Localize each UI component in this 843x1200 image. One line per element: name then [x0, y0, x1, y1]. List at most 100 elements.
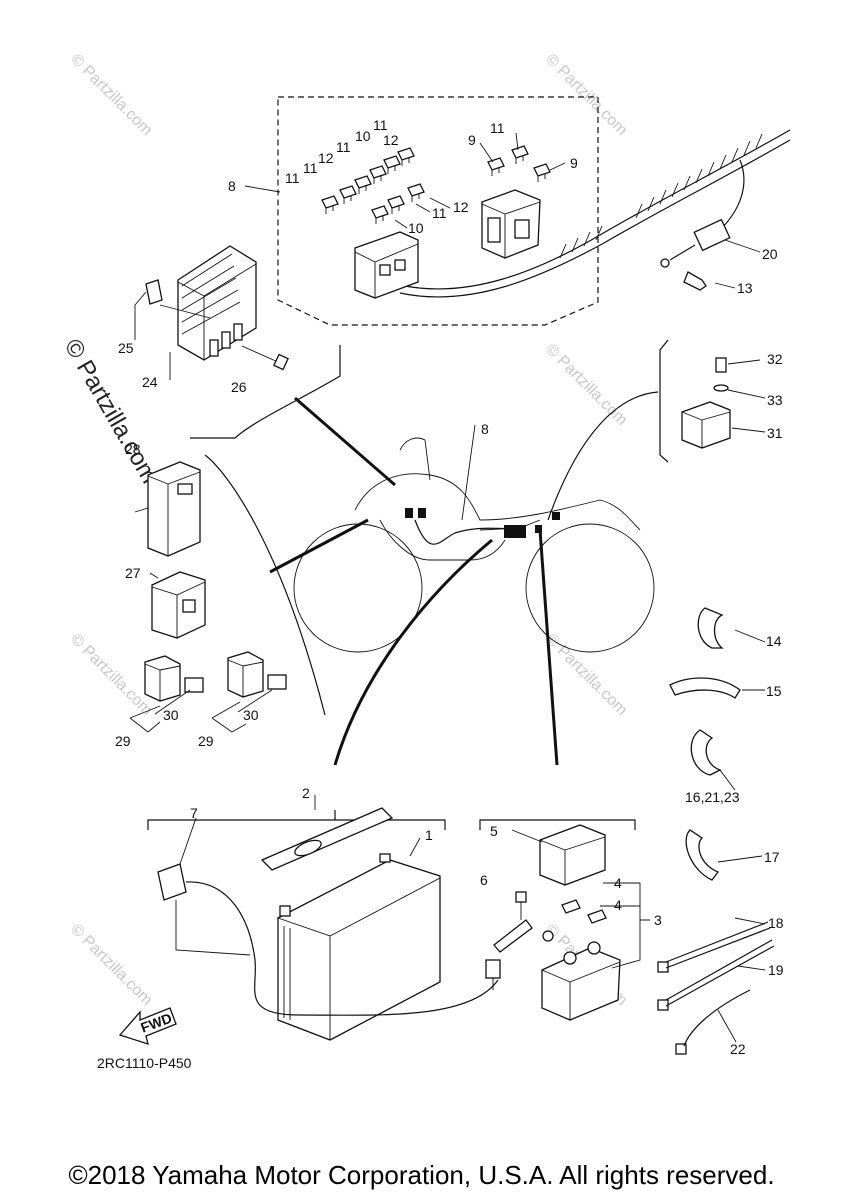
- callout-8: 8: [481, 421, 489, 437]
- watermark-text: © Partzilla.com: [542, 51, 630, 139]
- ring-terminal: [660, 258, 670, 268]
- callout-31: 31: [767, 425, 783, 441]
- location-marker: [535, 525, 542, 533]
- diagram-code: 2RC1110-P450: [97, 1055, 192, 1071]
- callout-27: 27: [125, 565, 141, 581]
- watermark-text: © Partzilla.com: [67, 631, 155, 719]
- clamp-16: [690, 729, 722, 776]
- callout-14: 14: [766, 633, 782, 649]
- watermark-text: © Partzilla.com: [67, 921, 155, 1009]
- callout-24: 24: [142, 374, 158, 390]
- callout-30: 30: [163, 707, 179, 723]
- cable-tie-head: [675, 1043, 687, 1055]
- bolt-13: [683, 271, 707, 291]
- motorcycle-silhouette: [293, 424, 655, 653]
- callout-11: 11: [285, 170, 300, 186]
- callout-30: 30: [243, 707, 259, 723]
- location-marker: [418, 508, 426, 518]
- callout-15: 15: [766, 683, 782, 699]
- callout-32: 32: [767, 351, 783, 367]
- callout-4: 4: [614, 875, 622, 891]
- sensor-group: [659, 339, 766, 463]
- callout-11: 11: [336, 139, 351, 155]
- callout-12: 12: [453, 199, 469, 215]
- fuses: [321, 145, 551, 224]
- callout-29: 29: [198, 733, 214, 749]
- callout-3: 3: [654, 912, 662, 928]
- parts-diagram: © Partzilla.com © Partzilla.com © Partzi…: [59, 51, 791, 1071]
- callout-22: 22: [730, 1041, 746, 1057]
- callout-8: 8: [228, 178, 236, 194]
- relay-29-left: [144, 655, 204, 702]
- watermark-text: © Partzilla.com: [542, 631, 630, 719]
- callout-5: 5: [490, 823, 498, 839]
- sensor-31: [681, 401, 731, 449]
- cable-tie-group: [657, 917, 775, 1055]
- callout-1: 1: [425, 827, 433, 843]
- relay-27: [151, 571, 206, 639]
- cable-tie-head: [657, 961, 669, 973]
- callouts: 1 2 3 4 4 5 6 7 8 8 9 9 10 10 11 11 11 1…: [97, 117, 784, 1071]
- cable-terminal: [485, 959, 501, 979]
- bolt-32: [715, 357, 727, 373]
- fuse-4: [561, 899, 581, 914]
- callout-11: 11: [432, 205, 447, 221]
- callout-6: 6: [480, 872, 488, 888]
- callout-20: 20: [762, 246, 778, 262]
- callout-25: 25: [118, 340, 134, 356]
- callout-10: 10: [408, 220, 424, 236]
- callout-12: 12: [318, 150, 334, 166]
- relay-group: [129, 454, 369, 733]
- clamp-group: [669, 607, 766, 881]
- starter-relay-3: [541, 941, 621, 1021]
- harness-wrap: [559, 133, 763, 259]
- fuse-box-secondary: [481, 189, 541, 259]
- relay-cover-30: [184, 677, 204, 693]
- callout-4: 4: [614, 897, 622, 913]
- callout-19: 19: [768, 962, 784, 978]
- location-marker: [504, 525, 526, 538]
- rectifier-regulator-group: [134, 245, 396, 487]
- callout-12: 12: [383, 132, 399, 148]
- callout-9: 9: [468, 132, 476, 148]
- starter-relay-group: [479, 819, 650, 1021]
- watermark-text: © Partzilla.com: [542, 341, 630, 429]
- clamp-14: [697, 607, 724, 649]
- callout-18: 18: [768, 915, 784, 931]
- fuse-box-main: [354, 231, 419, 299]
- callout-11: 11: [303, 160, 318, 176]
- washer-33: [713, 384, 729, 392]
- callout-28: 28: [125, 441, 141, 457]
- callout-16-21-23: 16,21,23: [685, 789, 740, 805]
- watermark-text: © Partzilla.com: [67, 51, 155, 139]
- clamp-15: [669, 677, 741, 699]
- bolt-26: [273, 353, 289, 371]
- battery-cable-7: [157, 863, 187, 901]
- leader-to-starter: [538, 529, 559, 766]
- callout-11: 11: [373, 117, 388, 133]
- callout-2: 2: [302, 785, 310, 801]
- fuse-box-group: [244, 96, 791, 326]
- cable-tie-head: [657, 999, 669, 1011]
- relay-28: [147, 461, 201, 557]
- battery-group: [118, 795, 499, 1045]
- callout-11: 11: [490, 120, 505, 136]
- callout-10: 10: [355, 128, 371, 144]
- terminal-plate: [493, 919, 533, 953]
- callout-33: 33: [767, 392, 783, 408]
- clip-25: [145, 279, 163, 305]
- fuse-4: [587, 909, 607, 924]
- callout-7: 7: [190, 805, 198, 821]
- clamp-17: [685, 829, 720, 881]
- copyright-notice: ©2018 Yamaha Motor Corporation, U.S.A. A…: [68, 1160, 775, 1190]
- battery: [277, 853, 441, 1041]
- leader-to-sensor: [547, 391, 659, 521]
- fwd-arrow: [118, 1007, 177, 1045]
- callout-13: 13: [737, 280, 753, 296]
- bolt-6: [515, 891, 527, 903]
- callout-17: 17: [764, 849, 780, 865]
- callout-9: 9: [570, 155, 578, 171]
- location-marker: [405, 508, 413, 518]
- harness-connector: [693, 218, 731, 252]
- callout-26: 26: [231, 379, 247, 395]
